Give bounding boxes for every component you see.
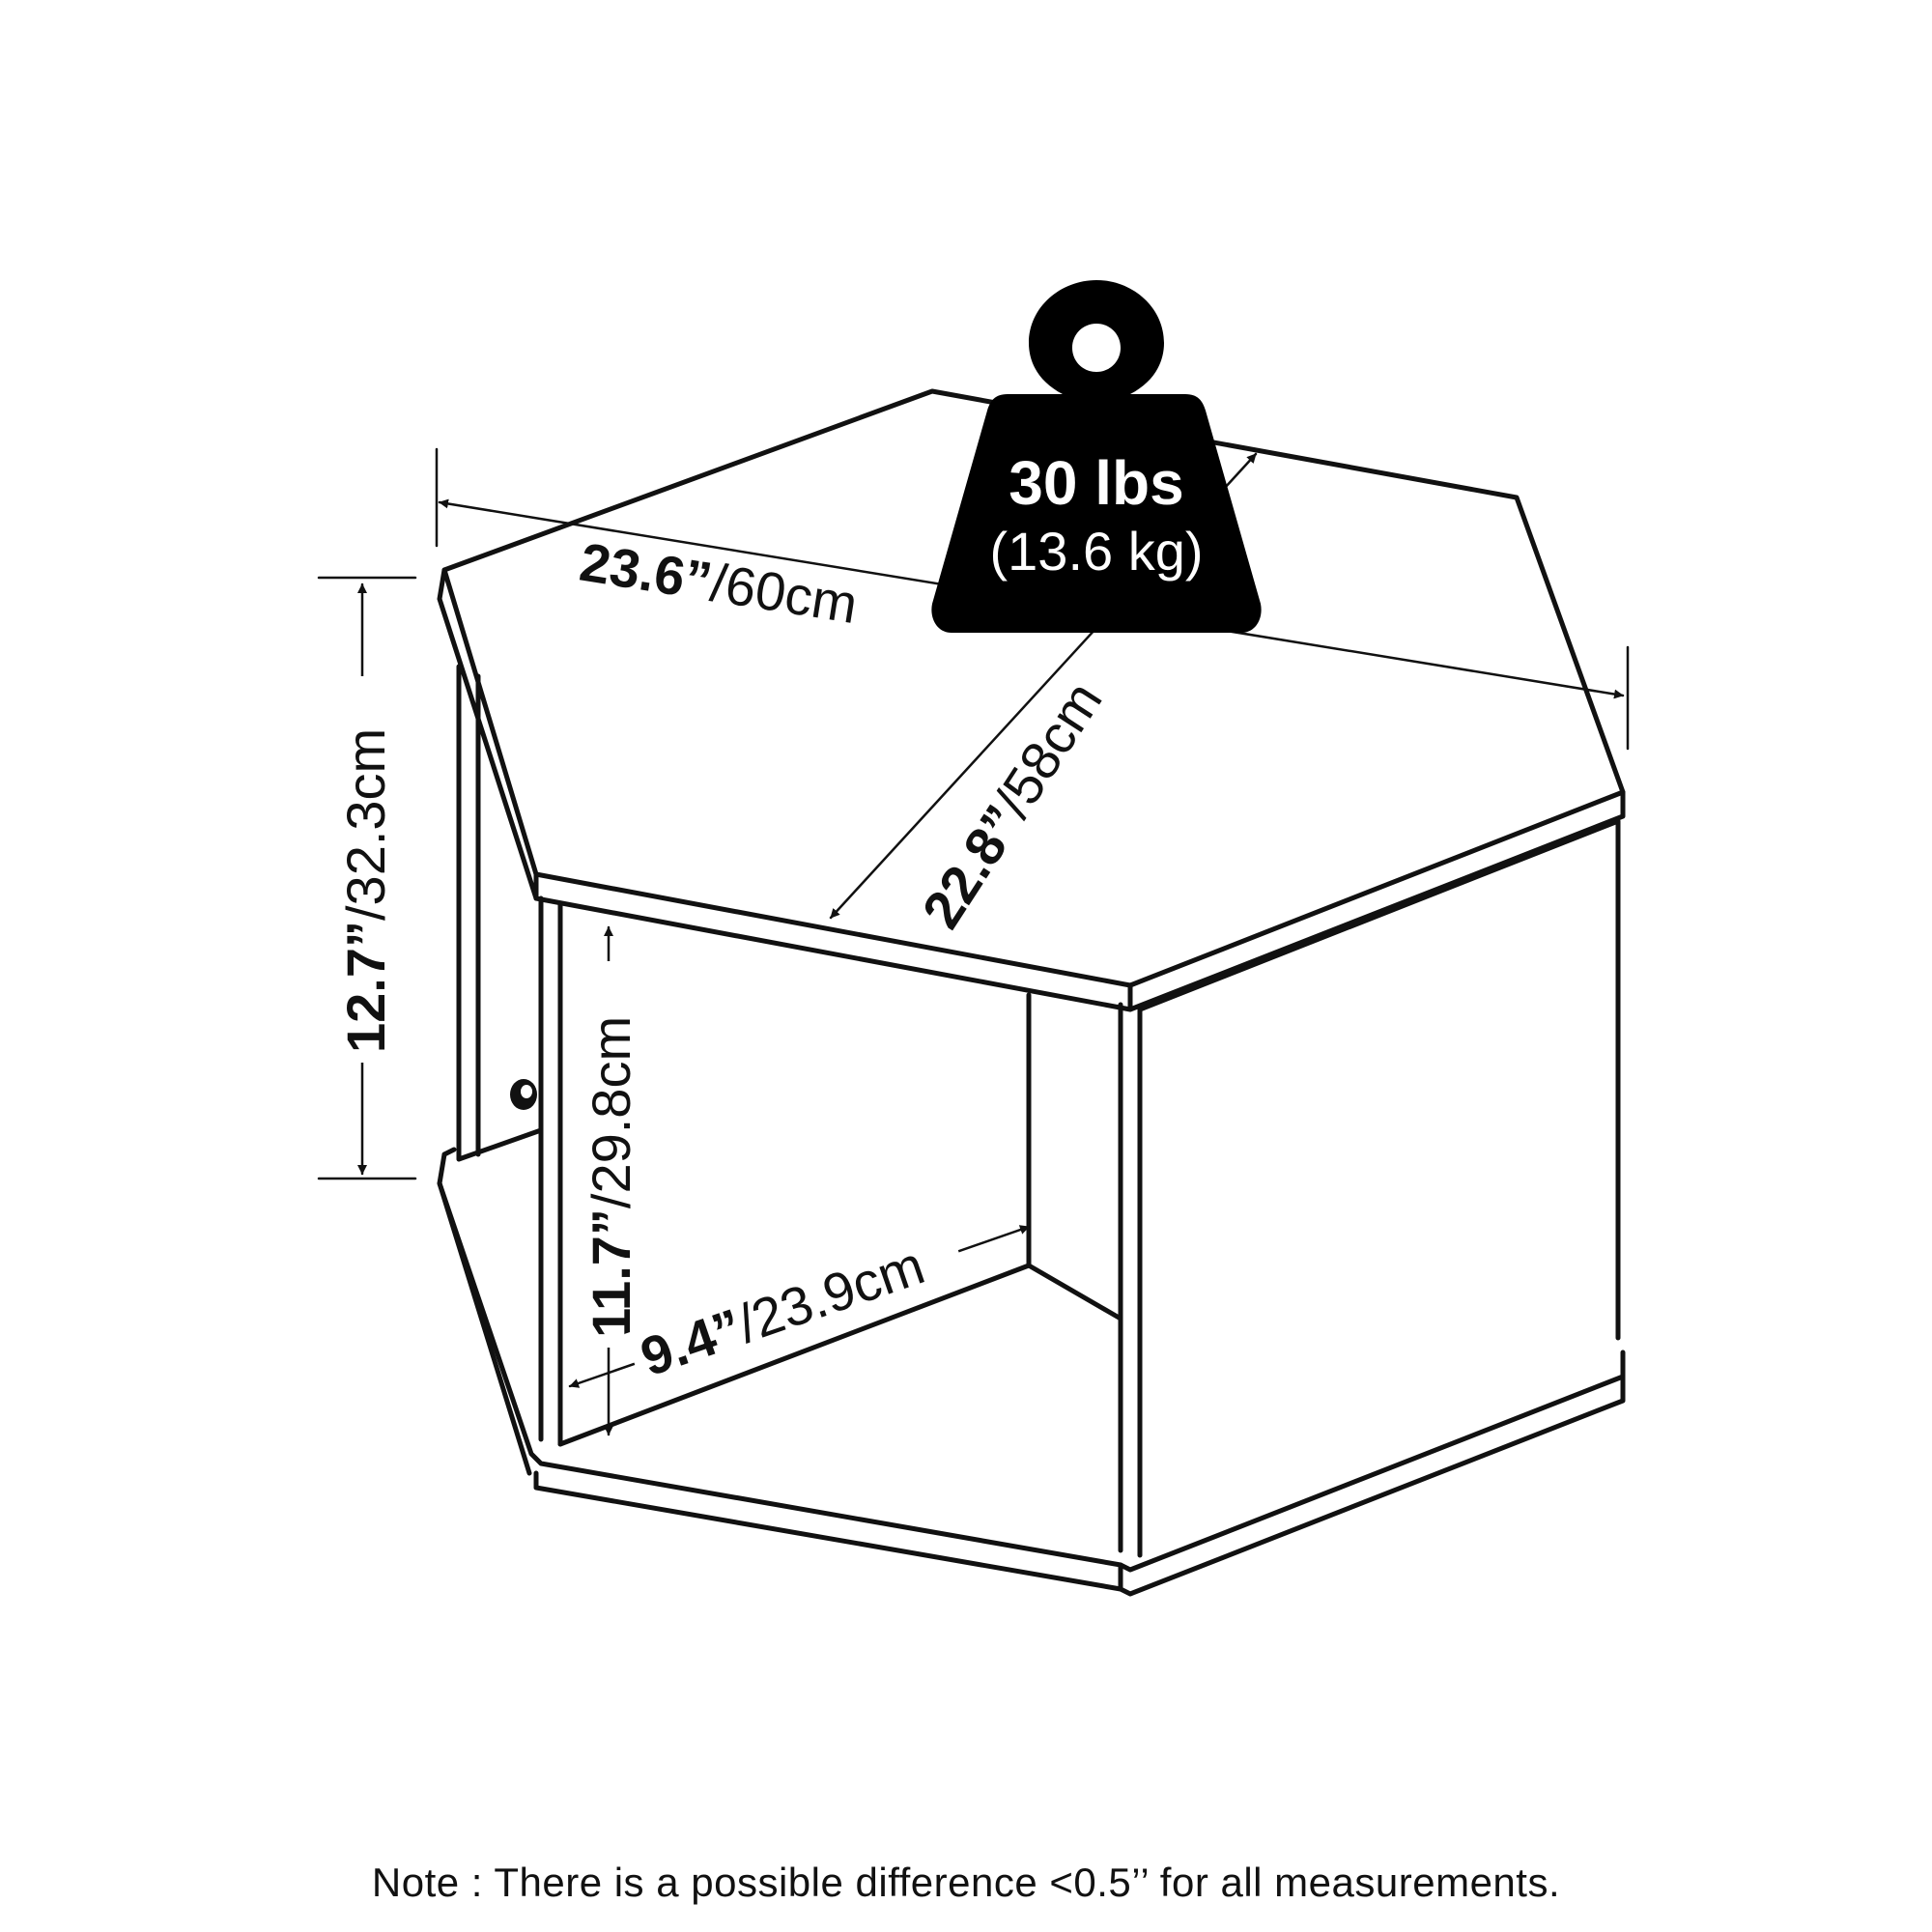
interior-depth-metric: /23.9cm bbox=[729, 1234, 931, 1353]
svg-text:22.8”/58cm: 22.8”/58cm bbox=[910, 670, 1114, 938]
svg-text:11.7”/29.8cm: 11.7”/29.8cm bbox=[581, 1016, 641, 1338]
back-left-panel bbox=[456, 664, 544, 1162]
weight-primary: 30 lbs bbox=[1009, 448, 1183, 518]
svg-text:12.7”/32.3cm: 12.7”/32.3cm bbox=[335, 728, 396, 1053]
right-side-panel bbox=[1137, 818, 1621, 1341]
width-label: 23.6”/60cm bbox=[576, 531, 862, 636]
width-metric: /60cm bbox=[706, 552, 861, 635]
svg-text:23.6”/60cm: 23.6”/60cm bbox=[576, 531, 862, 636]
interior-height-label: 11.7”/29.8cm bbox=[581, 961, 647, 1348]
height-inches: 12.7” bbox=[335, 921, 396, 1053]
hexagon-table-outline bbox=[437, 388, 1626, 1597]
front-left-post bbox=[538, 895, 563, 1447]
front-right-post bbox=[1118, 1002, 1143, 1558]
interior-depth-inches: 9.4” bbox=[633, 1296, 750, 1387]
interior-height-inches: 11.7” bbox=[581, 1208, 641, 1338]
height-metric: /32.3cm bbox=[335, 728, 396, 921]
weight-secondary: (13.6 kg) bbox=[990, 521, 1204, 582]
height-label: 12.7”/32.3cm bbox=[335, 676, 402, 1063]
interior-height-metric: /29.8cm bbox=[581, 1016, 641, 1208]
measurement-note: Note : There is a possible difference <0… bbox=[371, 1860, 1561, 1905]
depth-metric: /58cm bbox=[982, 670, 1114, 827]
weight-badge: 30 lbs (13.6 kg) bbox=[931, 280, 1262, 633]
depth-label: 22.8”/58cm bbox=[910, 670, 1114, 938]
knob-icon bbox=[510, 1079, 537, 1110]
weight-icon bbox=[931, 280, 1262, 633]
